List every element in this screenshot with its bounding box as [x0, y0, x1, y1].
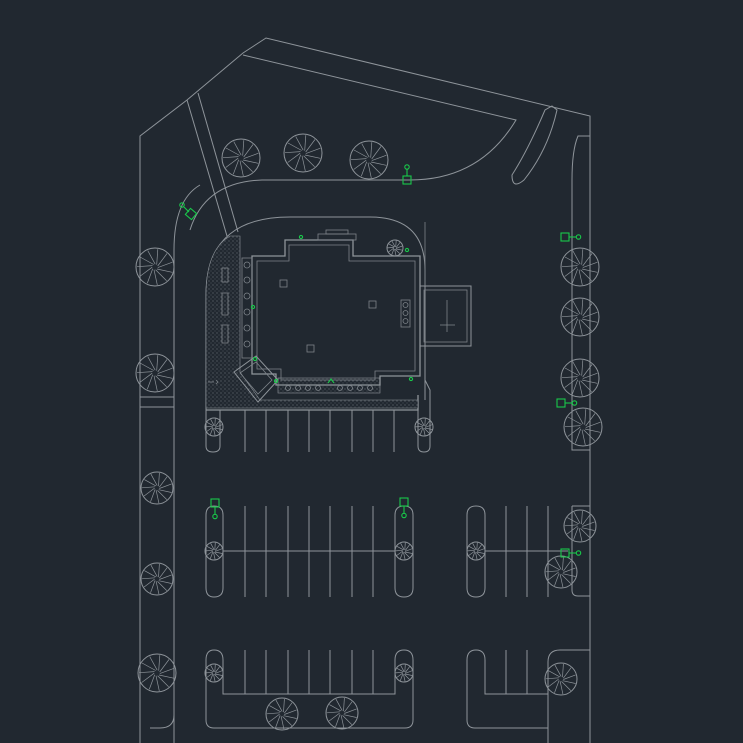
- parking-bay-middle: [205, 505, 414, 598]
- tree-symbol: [135, 353, 175, 393]
- tree-symbol: [204, 417, 224, 437]
- tree-symbol: [560, 358, 600, 398]
- light-pole-symbol: [210, 498, 220, 520]
- parking-bay-south: [205, 649, 548, 729]
- tree-symbol: [466, 541, 486, 561]
- tree-symbols: [135, 133, 603, 731]
- tree-symbol: [563, 509, 597, 543]
- tree-symbol: [283, 133, 323, 173]
- building-footprint: [208, 222, 472, 403]
- tree-symbol: [221, 138, 261, 178]
- light-pole-symbol: [179, 202, 198, 221]
- tree-symbol: [394, 541, 414, 561]
- tree-symbol: [204, 541, 224, 561]
- light-pole-symbol: [560, 232, 582, 242]
- tree-symbol: [135, 247, 175, 287]
- tree-symbol: [140, 562, 174, 596]
- parking-bay-east: [466, 505, 568, 598]
- tree-symbol: [386, 239, 404, 257]
- tree-symbol: [204, 663, 224, 683]
- tree-symbol: [349, 140, 389, 180]
- east-landscape-strip: [547, 135, 591, 743]
- parking-stalls-building: [244, 410, 395, 452]
- tree-symbol: [563, 407, 603, 447]
- tree-symbol: [560, 247, 600, 287]
- tree-symbol: [560, 297, 600, 337]
- light-pole-symbol: [402, 164, 412, 185]
- tree-symbol: [544, 662, 578, 696]
- light-pole-symbol: [399, 497, 409, 519]
- tree-symbol: [394, 663, 414, 683]
- tree-symbol: [140, 471, 174, 505]
- tree-symbol: [414, 417, 434, 437]
- property-boundary: [139, 37, 591, 743]
- tree-symbol: [137, 653, 177, 693]
- light-pole-symbol: [560, 548, 582, 558]
- planting-hatch: [205, 235, 419, 409]
- tree-symbol: [265, 697, 299, 731]
- west-landscape-strip: [140, 184, 201, 743]
- tree-symbol: [325, 696, 359, 730]
- light-pole-fixtures: [179, 164, 582, 558]
- north-drive-island: [186, 54, 558, 237]
- light-pole-symbol: [556, 398, 578, 408]
